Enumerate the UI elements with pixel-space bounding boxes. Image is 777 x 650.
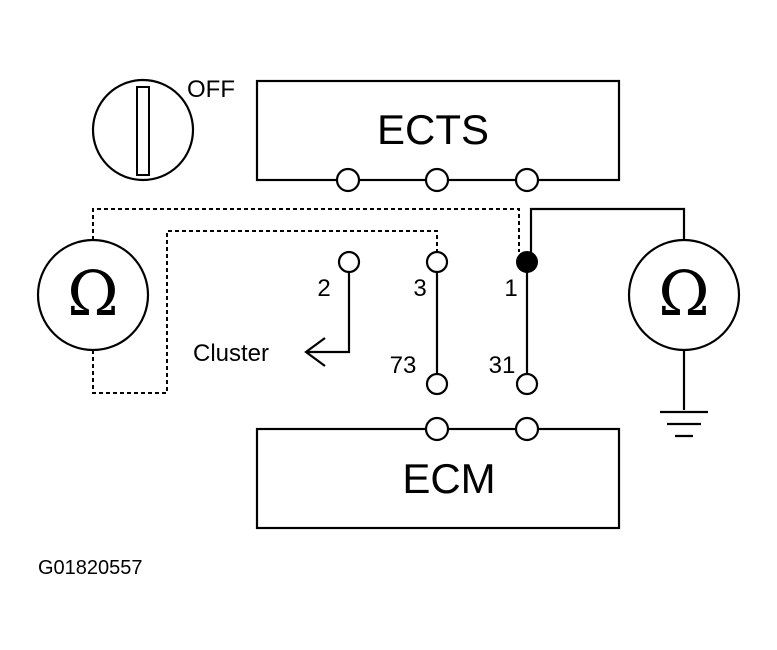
right-meter-top-lead	[529, 207, 686, 262]
pin-3-terminal	[425, 250, 449, 274]
left-meter-bottom-lead	[92, 230, 438, 394]
pin-73-label: 73	[390, 352, 417, 379]
pin-31-label: 31	[489, 352, 516, 379]
connector-pins: 2 3 1 Cluster 73 31	[193, 250, 539, 396]
right-ohmmeter: Ω	[627, 238, 741, 352]
left-meter-top-lead	[92, 208, 520, 252]
pin-2-terminal	[337, 250, 361, 274]
cluster-label: Cluster	[193, 340, 269, 367]
pin-31-terminal	[515, 372, 539, 396]
ects-component: ECTS	[255, 79, 621, 193]
ects-terminal-3	[514, 167, 540, 193]
pin-3-label: 3	[413, 275, 426, 302]
ects-terminal-2	[424, 167, 450, 193]
cluster-arrow-icon	[304, 337, 326, 367]
ignition-off-label: OFF	[187, 76, 235, 103]
pin-73-terminal	[425, 372, 449, 396]
left-ohmmeter: Ω	[36, 238, 150, 352]
pin-2-label: 2	[317, 275, 330, 302]
left-ohm-symbol: Ω	[67, 257, 118, 330]
ecm-box	[255, 427, 621, 530]
ecm-terminal-31	[514, 416, 540, 442]
ecm-terminal-73	[424, 416, 450, 442]
ects-box	[255, 79, 621, 182]
ects-label: ECTS	[377, 106, 489, 153]
cluster-wire	[306, 272, 351, 354]
figure-id: G01820557	[38, 557, 143, 579]
right-ohm-symbol: Ω	[658, 257, 709, 330]
ignition-key-slot	[136, 86, 150, 176]
ects-terminal-1	[335, 167, 361, 193]
ground-icon	[660, 410, 708, 438]
ecm-component: ECM	[255, 416, 621, 530]
pin-1-terminal	[516, 251, 538, 273]
ignition-switch: OFF	[91, 76, 235, 182]
pin-1-label: 1	[504, 275, 517, 302]
ecm-label: ECM	[402, 455, 495, 502]
